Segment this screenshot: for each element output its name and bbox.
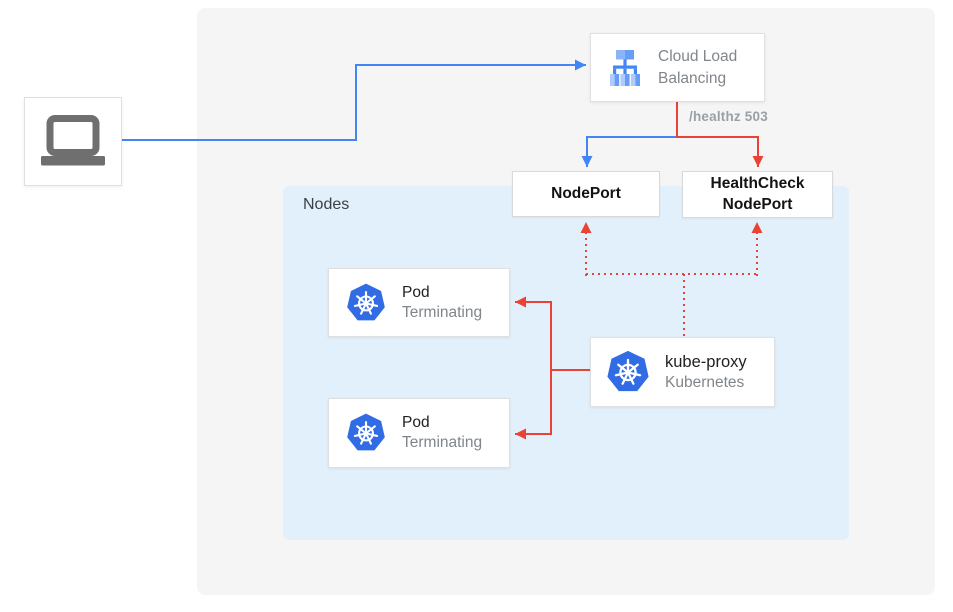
healthcheck-nodeport-label: HealthCheck NodePort	[710, 175, 805, 213]
laptop-icon	[40, 115, 106, 168]
pod-1-title: Pod	[402, 283, 430, 301]
kube-proxy-title: kube-proxy	[665, 352, 747, 371]
kubernetes-icon	[345, 282, 387, 324]
nodes-group-label: Nodes	[303, 196, 350, 213]
cloud-load-balancing-node: Cloud Load Balancing	[590, 33, 765, 102]
kubernetes-icon	[345, 412, 387, 454]
pod-1-status: Terminating	[402, 303, 483, 321]
pod-2-status: Terminating	[402, 434, 483, 451]
kube-proxy-node: kube-proxy Kubernetes	[590, 337, 775, 407]
nodeport-node: NodePort	[512, 171, 660, 217]
pod-node-1: Pod Terminating	[328, 268, 510, 337]
nodeport-label: NodePort	[551, 184, 621, 202]
healthcheck-nodeport-node: HealthCheck NodePort	[682, 171, 833, 218]
client-node	[24, 97, 122, 186]
healthz-edge-label: /healthz 503	[689, 109, 768, 124]
kubernetes-icon	[605, 349, 651, 395]
kube-proxy-subtitle: Kubernetes	[665, 373, 745, 391]
pod-node-2: Pod Terminating	[328, 398, 510, 468]
cloud-load-balancing-icon	[605, 49, 645, 87]
pod-2-title: Pod	[402, 414, 430, 431]
cloud-load-balancing-label: Cloud Load Balancing	[658, 47, 738, 87]
